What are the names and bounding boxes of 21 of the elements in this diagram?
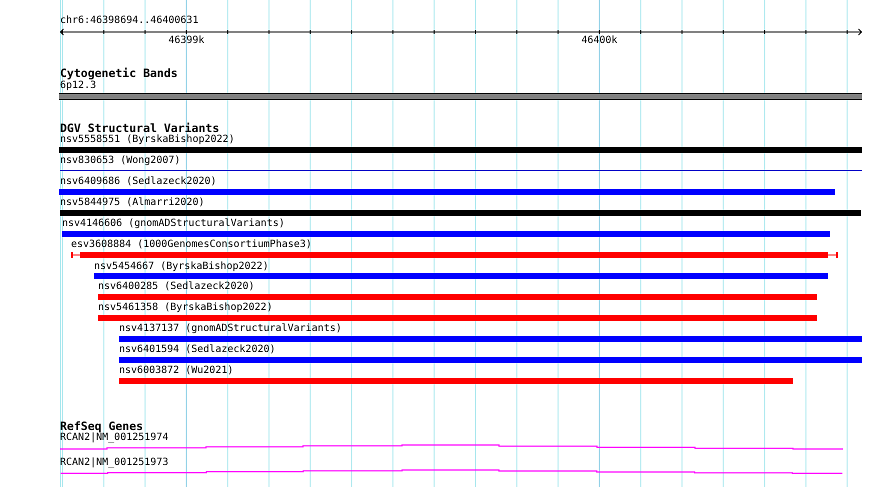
tick-label: 46399k <box>168 34 204 47</box>
coordinate-range: chr6:46398694..46400631 <box>60 15 198 28</box>
tick-label: 46400k <box>581 34 618 47</box>
feature-label: RCAN2|NM_001251974 <box>60 432 168 444</box>
track-title: DGV Structural Variants <box>60 122 220 135</box>
track-title: Cytogenetic Bands <box>60 67 178 80</box>
feature-label: nsv5844975 (Almarri2020) <box>60 197 204 210</box>
feature-label: 6p12.3 <box>60 80 96 92</box>
feature-label: esv3608884 (1000GenomesConsortiumPhase3) <box>71 239 312 251</box>
feature-label: nsv5558551 (ByrskaBishop2022) <box>60 134 235 146</box>
feature-label: nsv4137137 (gnomADStructuralVariants) <box>119 323 342 336</box>
feature-label: nsv6401594 (Sedlazeck2020) <box>119 344 276 356</box>
feature-label: nsv830653 (Wong2007) <box>60 155 180 167</box>
feature-label: nsv4146606 (gnomADStructuralVariants) <box>62 218 285 230</box>
feature-label: RCAN2|NM_001251973 <box>60 456 168 469</box>
feature-label: nsv6400285 (Sedlazeck2020) <box>98 281 255 294</box>
feature-label: nsv6409686 (Sedlazeck2020) <box>60 176 217 188</box>
feature-label: nsv6003872 (Wu2021) <box>119 365 234 377</box>
track-title: RefSeq Genes <box>60 420 144 432</box>
feature-label: nsv5454667 (ByrskaBishop2022) <box>94 260 269 273</box>
feature-label: nsv5461358 (ByrskaBishop2022) <box>98 302 273 314</box>
